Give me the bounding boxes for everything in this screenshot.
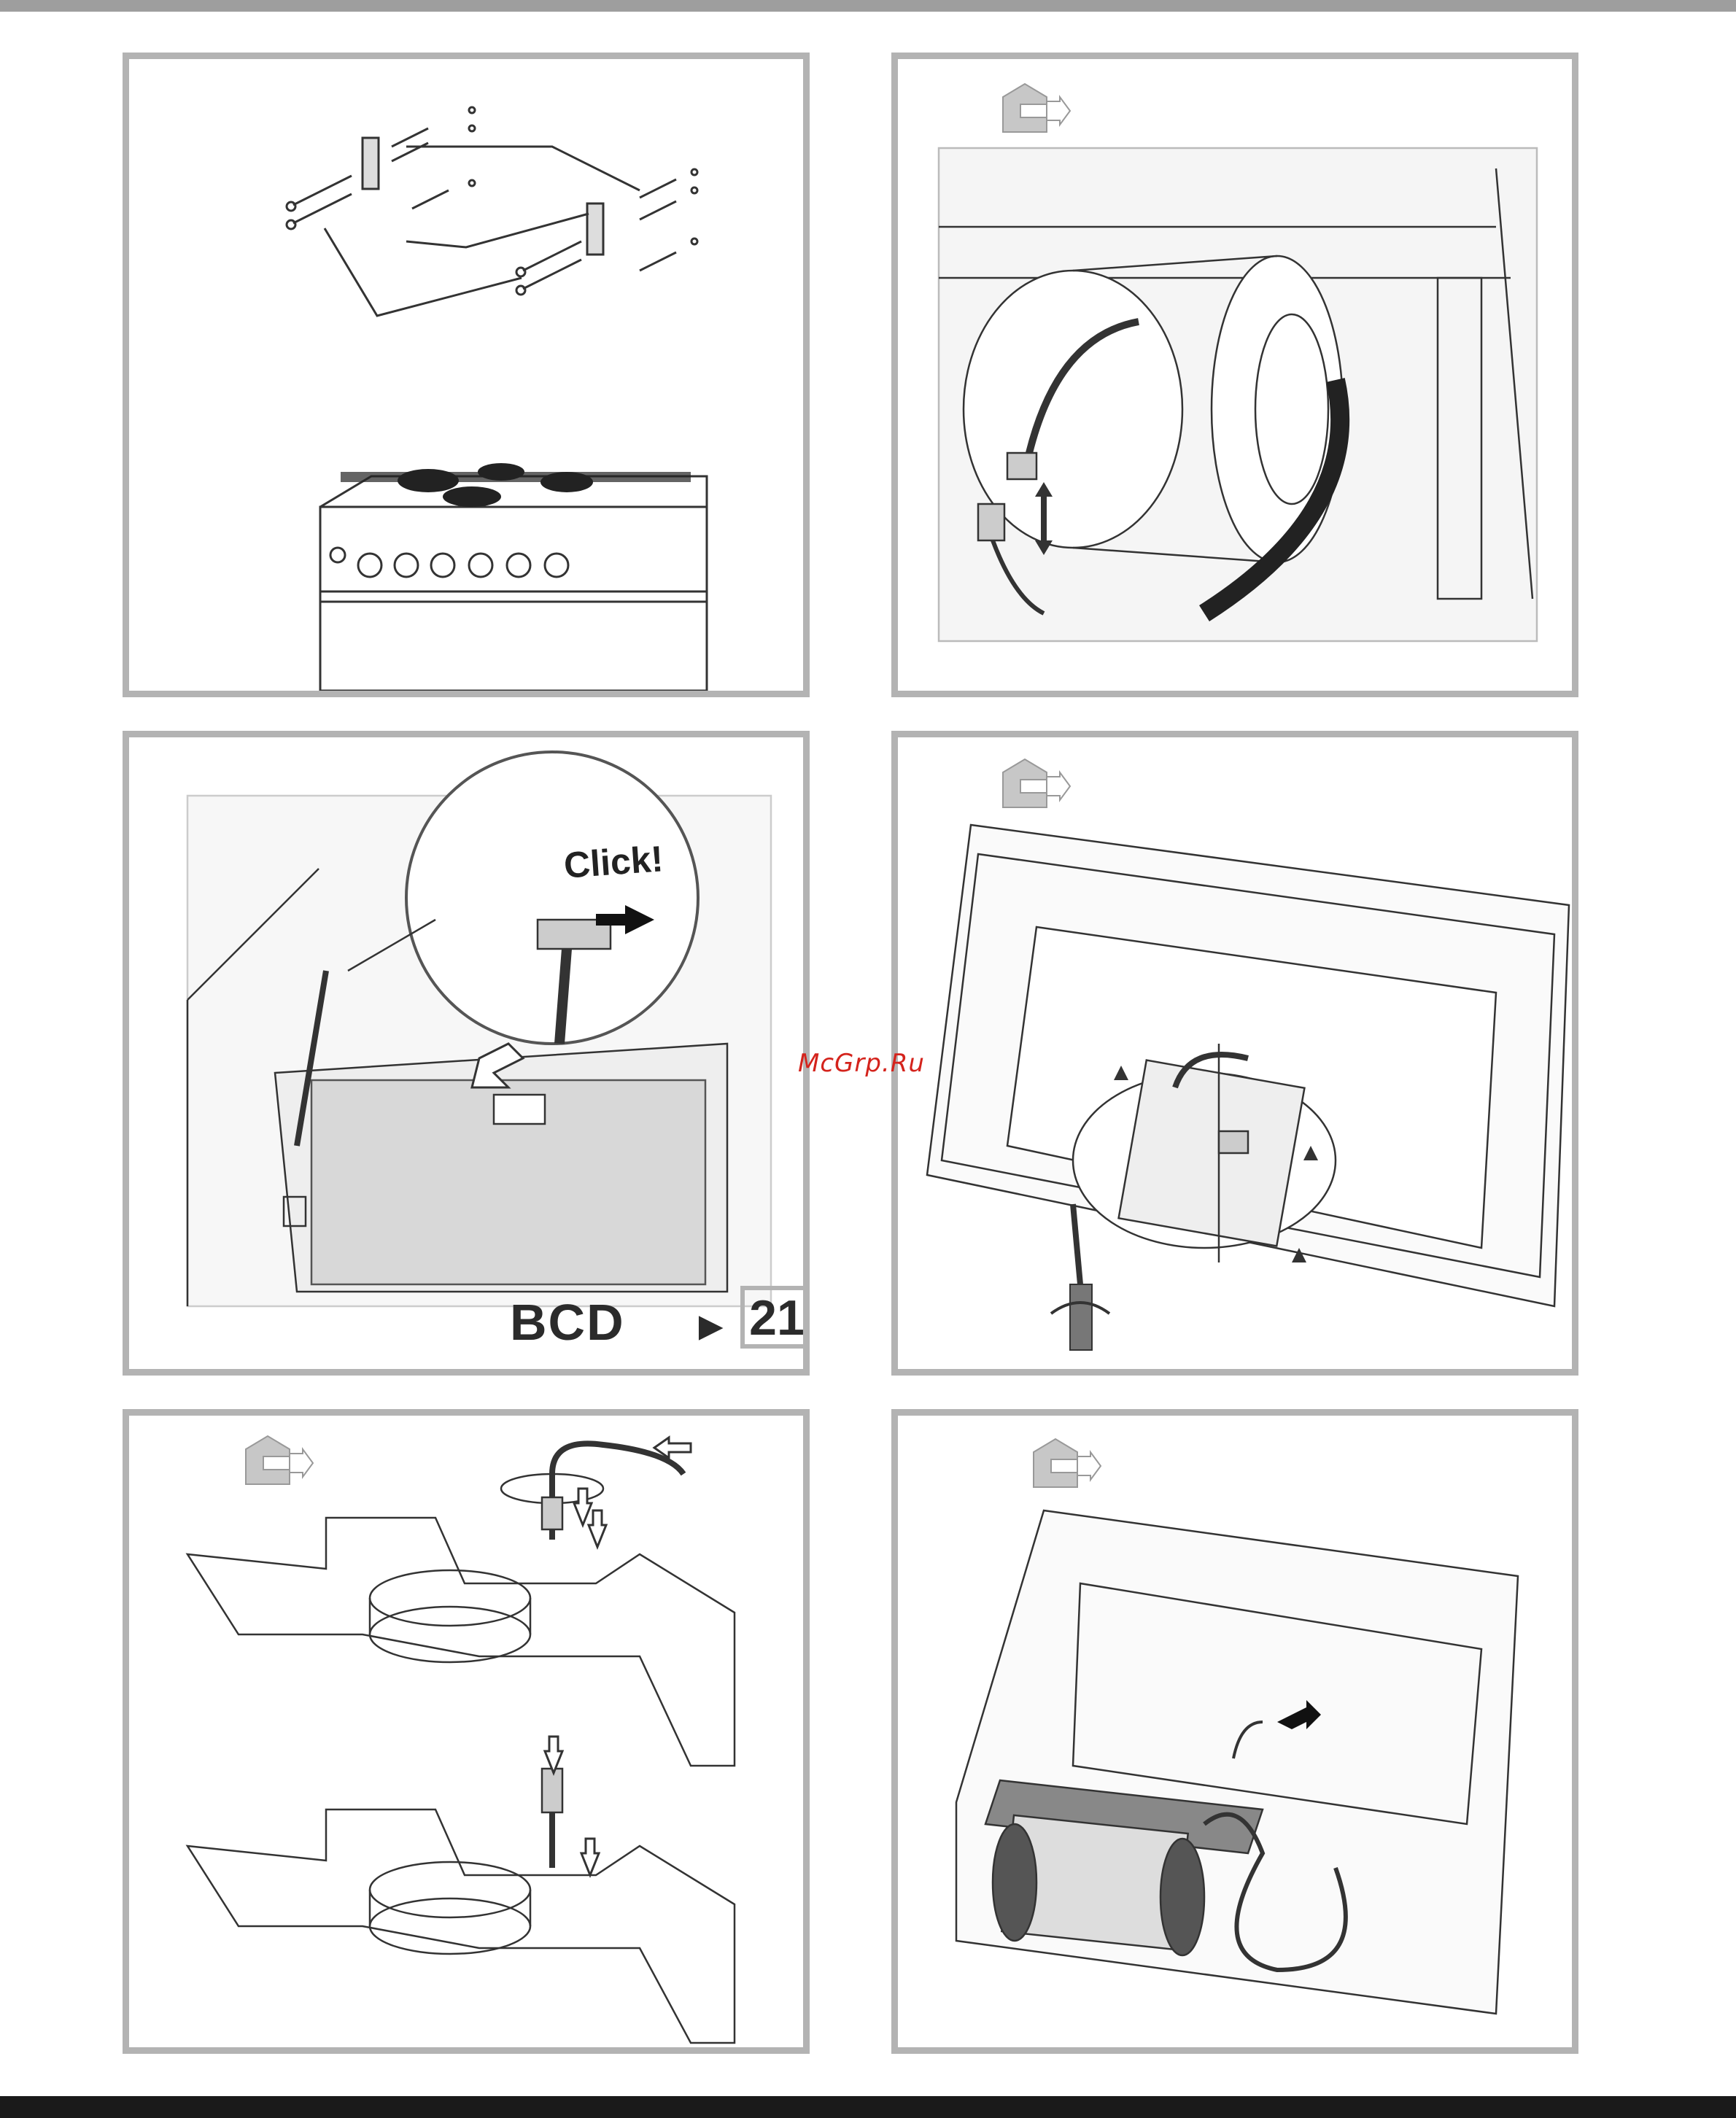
motor-removal-illustration: [898, 1416, 1572, 2047]
panel-wall-mounting: [123, 53, 810, 697]
click-text: Click!: [562, 837, 664, 886]
top-bar: [0, 0, 1736, 12]
reference-page-box: 21: [740, 1286, 810, 1349]
reference-code: BCD: [510, 1293, 625, 1351]
reference-arrow: ►: [691, 1302, 731, 1349]
panel-motor-connector: [891, 53, 1578, 697]
bottom-bar: [0, 2096, 1736, 2118]
screwdriver-icon: [1051, 1204, 1109, 1350]
wall-mounting-illustration: [129, 59, 803, 691]
power-cable-illustration: [129, 1416, 803, 2047]
panel-filter: Click! BCD ► 21: [123, 731, 810, 1376]
panel-motor-removal: [891, 1409, 1578, 2054]
watermark: McGrp.Ru: [798, 1049, 925, 1078]
panel-power-cable: [123, 1409, 810, 2054]
motor-connector-illustration: [898, 59, 1572, 691]
filter-illustration: [129, 737, 803, 1369]
motor-screws-illustration: [898, 737, 1572, 1369]
panel-motor-screws: [891, 731, 1578, 1376]
